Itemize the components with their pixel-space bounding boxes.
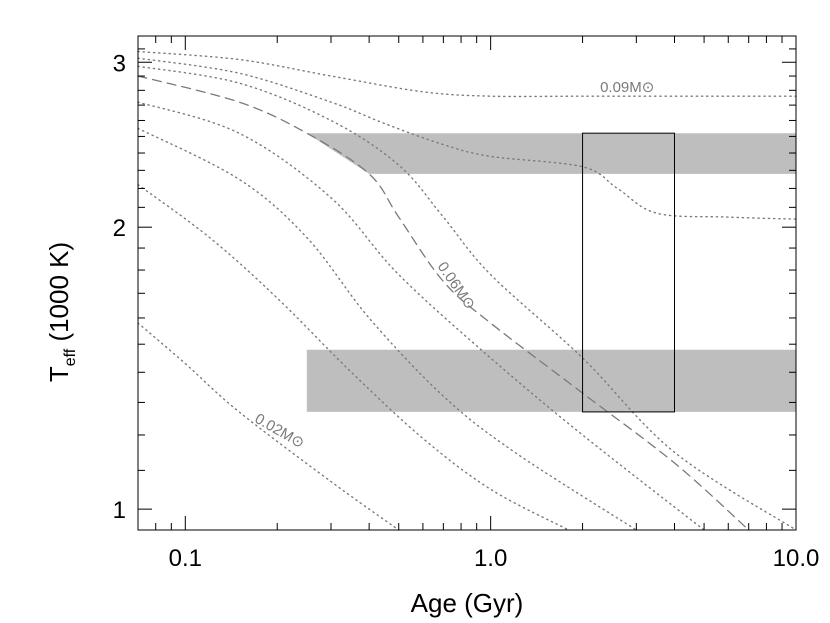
x-tick-label: 1.0 bbox=[474, 545, 507, 572]
plot-frame bbox=[137, 35, 797, 531]
x-tick-label: 10.0 bbox=[773, 545, 820, 572]
tick-labels: 0.1 1.0 10.0 1 2 3 bbox=[113, 50, 820, 572]
shaded-band-1 bbox=[306, 133, 796, 174]
curve-7 bbox=[137, 184, 570, 531]
plot-border bbox=[137, 35, 797, 531]
shaded-bands bbox=[306, 133, 796, 412]
y-tick-label: 1 bbox=[113, 497, 126, 524]
y-axis-title-rest: (1000 K) bbox=[44, 242, 74, 349]
y-axis-title-sub: eff bbox=[62, 348, 79, 366]
age-temperature-box bbox=[582, 132, 675, 413]
y-axis-title: Teff (1000 K) bbox=[44, 242, 79, 382]
axis-ticks bbox=[137, 35, 797, 530]
selection-box bbox=[582, 132, 675, 413]
curve-label-1: 0.09M⊙ bbox=[600, 79, 654, 96]
curve-label-3: 0.02M⊙ bbox=[252, 410, 307, 452]
x-axis-title: Age (Gyr) bbox=[411, 588, 524, 618]
curve-label-2: 0.06M⊙ bbox=[434, 259, 479, 313]
shaded-band-2 bbox=[306, 349, 796, 412]
x-tick-label: 0.1 bbox=[169, 545, 202, 572]
curve-3 bbox=[137, 65, 797, 531]
y-tick-label: 2 bbox=[113, 215, 126, 242]
y-axis-title-main: T bbox=[44, 366, 74, 382]
curve-6 bbox=[137, 127, 637, 531]
y-tick-label: 3 bbox=[113, 50, 126, 77]
evolution-curves bbox=[137, 50, 797, 531]
curve-4 bbox=[137, 75, 750, 531]
curve-1 bbox=[137, 50, 797, 98]
